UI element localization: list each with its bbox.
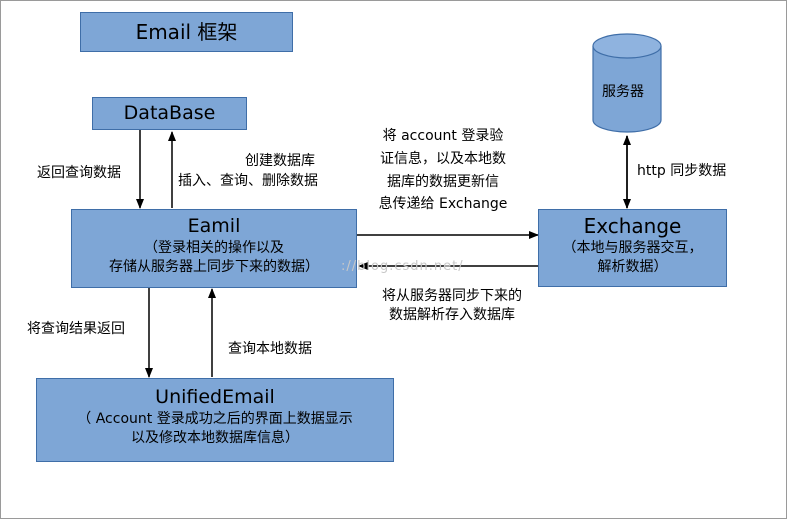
label-return-query-result: 将查询结果返回 (27, 321, 125, 337)
server-label: 服务器 (602, 84, 644, 100)
label-parse-line1: 将从服务器同步下来的 (382, 288, 522, 304)
database-title: DataBase (123, 102, 216, 124)
exchange-title: Exchange (583, 214, 682, 238)
watermark-text: ://blog.csdn.net/ (341, 259, 464, 274)
exchange-desc-line1: （本地与服务器交互， (562, 240, 703, 256)
database-box: DataBase (92, 97, 247, 130)
exchange-box: Exchange （本地与服务器交互， 解析数据） (538, 209, 727, 287)
unified-email-desc-line2: 以及修改本地数据库信息） (131, 430, 299, 446)
label-create-db: 创建数据库 (245, 153, 315, 169)
title-box: Email 框架 (80, 12, 293, 52)
label-account-line1: 将 account 登录验 (382, 128, 504, 144)
eamil-desc-line2: 存储从服务器上同步下来的数据） (109, 259, 319, 275)
label-crud-data: 插入、查询、删除数据 (178, 173, 318, 189)
label-account-line2: 证信息，以及本地数 (380, 151, 506, 167)
label-http-sync: http 同步数据 (637, 163, 727, 179)
unified-email-desc-line1: （ Account 登录成功之后的界面上数据显示 (77, 411, 353, 427)
unified-email-box: UnifiedEmail （ Account 登录成功之后的界面上数据显示 以及… (36, 378, 394, 462)
eamil-title: Eamil (187, 215, 241, 237)
eamil-desc-line1: （登录相关的操作以及 (144, 240, 284, 256)
label-account-line4: 息传递给 Exchange (378, 196, 508, 212)
label-query-local-data: 查询本地数据 (228, 341, 312, 357)
label-account-line3: 据库的数据更新信 (387, 174, 499, 190)
exchange-desc-line2: 解析数据） (597, 259, 668, 275)
label-return-query-data: 返回查询数据 (37, 165, 121, 181)
server-cylinder (592, 33, 662, 133)
page-title: Email 框架 (135, 20, 238, 44)
eamil-box: Eamil （登录相关的操作以及 存储从服务器上同步下来的数据） (71, 209, 357, 288)
unified-email-title: UnifiedEmail (155, 386, 275, 408)
label-parse-line2: 数据解析存入数据库 (389, 307, 515, 323)
